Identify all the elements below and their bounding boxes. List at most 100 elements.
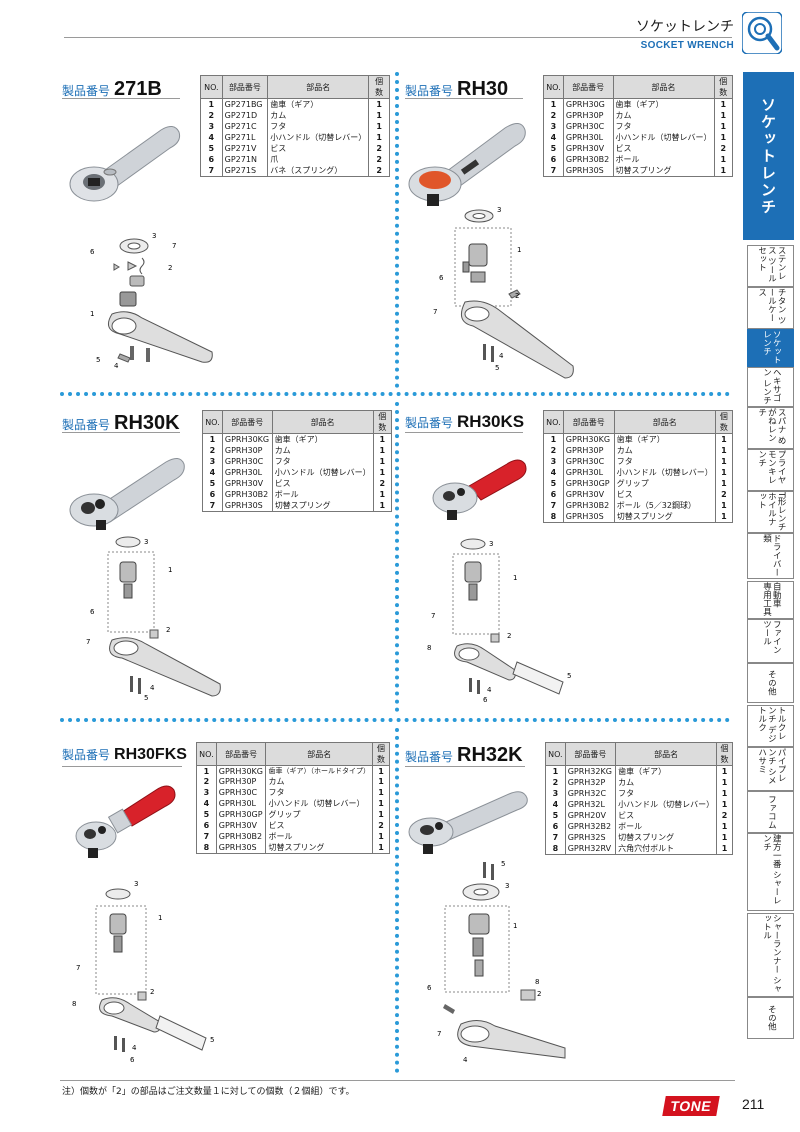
sidebar-tab-titanium[interactable]: チタン ツールケース [747,287,794,329]
product-number-label: 製品番号 [405,84,454,98]
col-part-name: 部品名 [612,75,715,99]
sidebar-tab-pipe[interactable]: パイプレンチ シメハサミ [747,747,794,791]
sidebar-tab-hexagon[interactable]: ヘキサゴン レンチ [747,367,794,407]
callout-3: 3 [497,206,501,214]
callout-6: 6 [130,1056,135,1064]
product-number-underline [405,766,525,767]
table-header-row: NO. 部品番号 部品名 個数 [543,410,734,434]
callout-4: 4 [487,686,492,694]
product-number-value: 271B [114,78,162,100]
col-qty: 個数 [368,75,390,99]
callout-4: 4 [114,362,119,370]
sidebar-active-section[interactable]: ソケットレンチ [743,72,794,240]
sidebar-tab-stainless[interactable]: ステンレス ツールセット [747,245,794,287]
row-divider [60,718,730,722]
callout-2: 2 [166,626,170,634]
callout-1: 1 [513,574,517,582]
sidebar-tab-socket-wrench[interactable]: ソケット レンチ [747,329,794,367]
product-number-value: RH30FKS [114,746,187,763]
callout-7: 7 [76,964,80,972]
product-photo [69,458,185,530]
callout-7: 7 [172,242,176,250]
callout-5: 5 [144,694,148,702]
product-photo [75,785,176,858]
sidebar-tab-fine-tool[interactable]: ファイン ツール [747,619,794,663]
col-qty: 個数 [716,742,733,766]
callout-8: 8 [535,978,539,986]
footer-note: 注）個数が「2」の部品はご注文数量１に対しての個数（２個組）です。 [62,1087,355,1097]
callout-4: 4 [499,352,504,360]
product-number-underline [405,98,523,99]
callout-4: 4 [150,684,155,692]
callout-6: 6 [427,984,432,992]
product-number-underline [62,432,180,433]
col-part-no: 部品番号 [564,742,617,766]
sidebar-tab-tatekata[interactable]: 建方一番 シャーレンチ [747,833,794,911]
product-number-underline [405,432,523,433]
callout-5: 5 [567,672,571,680]
sidebar-tab-driver[interactable]: ドライバー類 [747,533,794,579]
sidebar-tab-torque[interactable]: トルクレンチ デジトルク [747,705,794,747]
col-no: NO. [200,75,223,99]
sidebar-tab-shear-runner[interactable]: シャーランナー シャットル [747,913,794,997]
exploded-diagram: 3 1 6 2 7 4 5 [86,536,221,702]
product-number-label: 製品番号 [405,750,454,764]
col-part-name: 部品名 [613,410,716,434]
callout-1: 1 [513,922,517,930]
col-part-no: 部品番号 [562,410,615,434]
sidebar-tab-automotive[interactable]: 自動車 専用工具 [747,581,794,619]
col-part-no: 部品番号 [221,410,273,434]
callout-5: 5 [495,364,499,372]
callout-3: 3 [134,880,138,888]
sidebar-tab-facom[interactable]: ファコム [747,791,794,833]
callout-8: 8 [72,1000,76,1008]
sidebar-tab-plier[interactable]: プライヤ モンキレンチ [747,449,794,491]
sidebar-tab-other-2[interactable]: その他 [747,997,794,1039]
callout-3: 3 [489,540,493,548]
table-header-row: NO. 部品番号 部品名 個数 [543,75,734,99]
callout-1: 1 [517,246,521,254]
callout-8: 8 [427,644,431,652]
sidebar-tab-spanner[interactable]: スパナ めがねレンチ [747,407,794,449]
callout-5: 5 [501,860,505,868]
col-part-no: 部品番号 [562,75,614,99]
brand-logo-text: TONE [669,1098,713,1114]
sidebar-tab-other-1[interactable]: その他 [747,663,794,703]
callout-6: 6 [90,608,95,616]
callout-7: 7 [437,1030,441,1038]
product-photo [432,459,527,520]
product-number-value: RH32K [457,744,523,766]
col-qty: 個数 [714,410,734,434]
sidebar-tab-t-wrench[interactable]: T形レンチ ホイルナット [747,491,794,533]
product-number-label: 製品番号 [62,748,111,762]
product-number-label: 製品番号 [62,84,111,98]
